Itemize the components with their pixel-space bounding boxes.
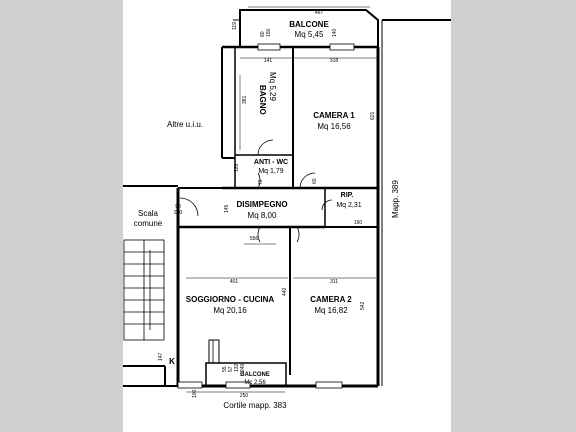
dim-90: 90 xyxy=(175,204,181,210)
dim-240: 240 xyxy=(240,363,246,372)
scala-label-2: comune xyxy=(134,219,163,228)
mapp-label: Mapp. 389 xyxy=(391,180,400,218)
door-arc-bagno xyxy=(257,139,274,156)
dim-556: 556 xyxy=(250,236,259,242)
balcone-bottom-name: BALCONE xyxy=(240,372,270,378)
scala-label-1: Scala xyxy=(138,209,159,218)
windows xyxy=(177,43,355,389)
dim-100: 100 xyxy=(192,389,198,398)
dim-542: 542 xyxy=(360,301,366,310)
balcony-top xyxy=(233,6,379,47)
door-arc-antiwc xyxy=(257,172,261,189)
door-arc-camera2 xyxy=(296,226,300,243)
dim-140: 140 xyxy=(332,28,338,37)
dim-55: 55 xyxy=(222,366,228,372)
balcone-top-name: BALCONE xyxy=(289,20,329,29)
dim-120: 120 xyxy=(234,163,240,172)
dim-250: 250 xyxy=(240,393,249,399)
door-arc-soggiorno xyxy=(257,226,261,243)
door-arc-camera1 xyxy=(299,172,316,189)
disimpegno-area: Mq 8,00 xyxy=(248,211,277,220)
right-margin-gray xyxy=(451,0,576,432)
dim-132: 132 xyxy=(234,363,240,372)
altre-label: Altre u.i.u. xyxy=(167,120,203,129)
dimension-lines xyxy=(186,55,383,393)
camera1-area: Mq 16,56 xyxy=(317,122,351,131)
kitchen-mark: K xyxy=(169,357,175,366)
disimpegno-name: DISIMPEGNO xyxy=(236,200,287,209)
door-arc-rip xyxy=(321,199,333,211)
window-bagno xyxy=(257,43,281,51)
window-soggiorno xyxy=(177,381,203,389)
antiwc-name: ANTI - WC xyxy=(254,159,288,166)
bagno-name: BAGNO xyxy=(258,85,267,115)
doors xyxy=(179,139,333,243)
dim-119: 119 xyxy=(232,22,238,30)
dim-467: 467 xyxy=(315,10,324,16)
dim-57: 57 xyxy=(228,366,234,372)
balcone-top-area: Mq 5,45 xyxy=(295,30,324,39)
bagno-area: Mq 5,29 xyxy=(268,72,277,101)
balcone-bottom-area: Mc 2,56 xyxy=(244,380,266,386)
dim-440: 440 xyxy=(282,287,288,296)
dim-147: 147 xyxy=(158,352,164,361)
rip-name: RIP. xyxy=(341,192,354,199)
dim-318: 318 xyxy=(330,58,339,64)
dim-621: 621 xyxy=(370,111,376,120)
kitchen-niche xyxy=(208,339,220,363)
dim-150: 150 xyxy=(266,28,272,37)
walls xyxy=(123,19,451,388)
window-camera1 xyxy=(329,43,355,51)
dim-141: 141 xyxy=(264,58,273,64)
left-margin-gray xyxy=(0,0,123,432)
camera2-name: CAMERA 2 xyxy=(310,295,352,304)
rip-area: Mq 2,31 xyxy=(336,202,361,209)
camera1-name: CAMERA 1 xyxy=(313,111,355,120)
dim-311: 311 xyxy=(330,279,338,285)
cortile-label: Cortile mapp. 383 xyxy=(223,401,287,410)
soggiorno-area: Mq 20,16 xyxy=(213,306,247,315)
window-balcony xyxy=(225,381,251,389)
dim-70: 70 xyxy=(258,179,264,185)
dim-381: 381 xyxy=(242,95,248,104)
dim-160: 160 xyxy=(354,220,363,226)
dim-210: 210 xyxy=(174,210,183,216)
door-arc-entrance xyxy=(179,197,199,217)
window-camera2 xyxy=(315,381,343,389)
dim-80: 80 xyxy=(260,31,266,37)
antiwc-area: Mq 1,79 xyxy=(258,168,283,175)
stairs xyxy=(123,239,165,341)
dim-145: 145 xyxy=(224,204,230,213)
soggiorno-name: SOGGIORNO - CUCINA xyxy=(186,295,275,304)
camera2-area: Mq 16,82 xyxy=(314,306,348,315)
dim-401: 401 xyxy=(230,279,239,285)
dim-60: 60 xyxy=(312,178,318,184)
